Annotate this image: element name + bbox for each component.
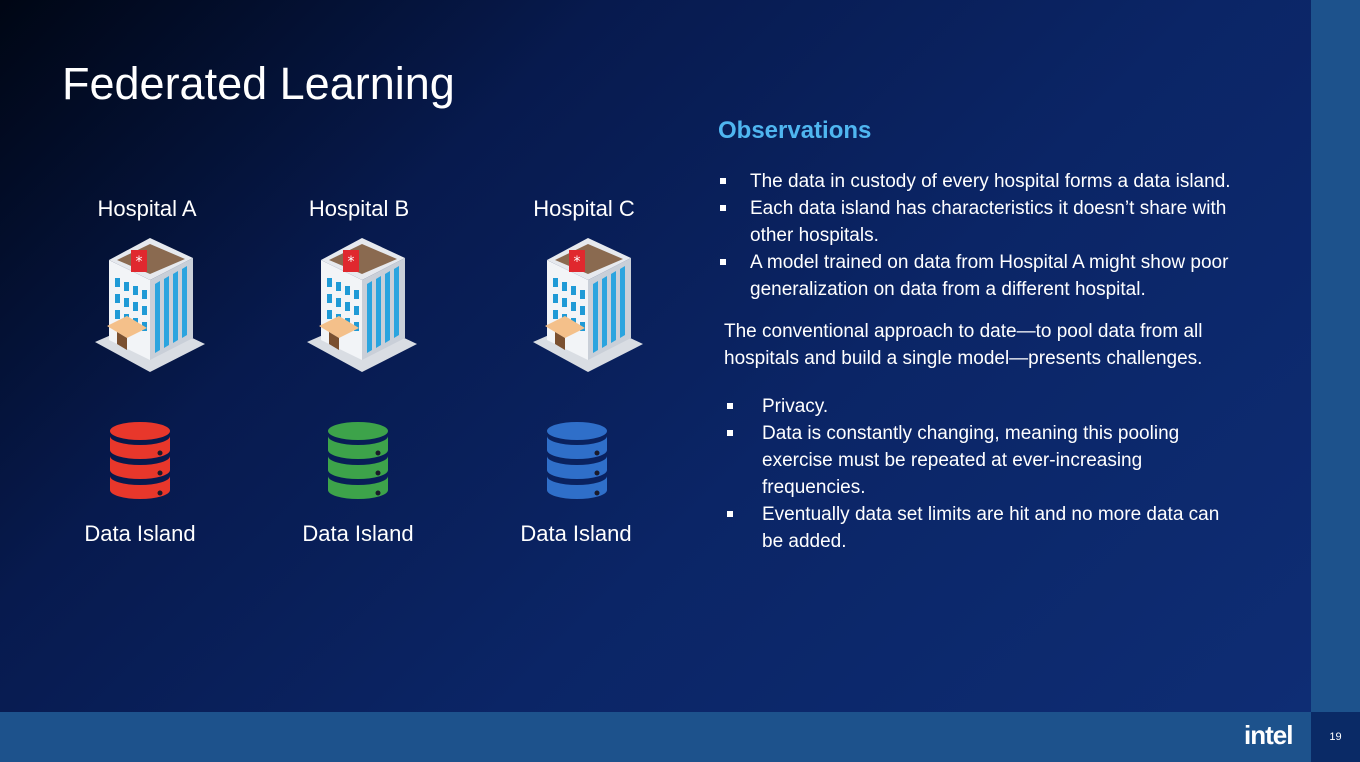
- svg-text:*: *: [348, 254, 355, 270]
- list-item: The data in custody of every hospital fo…: [718, 168, 1238, 195]
- hospital-building-icon: *: [533, 238, 643, 372]
- svg-text:*: *: [574, 254, 581, 270]
- intel-logo: intel: [1244, 720, 1293, 750]
- observations-panel: The data in custody of every hospital fo…: [718, 168, 1238, 555]
- data-island-label-c: Data Island: [520, 521, 632, 546]
- challenges-list: Privacy. Data is constantly changing, me…: [718, 393, 1238, 555]
- db-red: [110, 422, 170, 499]
- right-edge-strip: [1311, 0, 1360, 712]
- footer-bar: [0, 712, 1311, 762]
- slide-canvas: Federated Learning Hospital A * Data I: [0, 0, 1311, 712]
- svg-text:*: *: [136, 254, 143, 270]
- hospital-b-label: Hospital B: [308, 196, 410, 221]
- list-item: Eventually data set limits are hit and n…: [718, 501, 1238, 555]
- hospital-building-icon: *: [95, 238, 205, 372]
- hospital-building-icon: *: [307, 238, 417, 372]
- slide-title: Federated Learning: [62, 58, 455, 109]
- database-icon: [547, 422, 607, 499]
- list-item: A model trained on data from Hospital A …: [718, 249, 1238, 303]
- database-icon: [110, 422, 170, 499]
- data-island-label-b: Data Island: [302, 521, 414, 546]
- list-item: Data is constantly changing, meaning thi…: [718, 420, 1238, 501]
- data-island-label-a: Data Island: [84, 521, 196, 546]
- hospital-c-label: Hospital C: [533, 196, 635, 221]
- list-item: Each data island has characteristics it …: [718, 195, 1238, 249]
- observations-heading: Observations: [718, 117, 872, 144]
- hospital-a-label: Hospital A: [97, 196, 197, 221]
- conventional-approach-paragraph: The conventional approach to date—to poo…: [724, 321, 1203, 369]
- database-icon: [328, 422, 388, 499]
- observations-list: The data in custody of every hospital fo…: [718, 168, 1238, 303]
- list-item: Privacy.: [718, 393, 1238, 420]
- page-number: 19: [1311, 712, 1360, 762]
